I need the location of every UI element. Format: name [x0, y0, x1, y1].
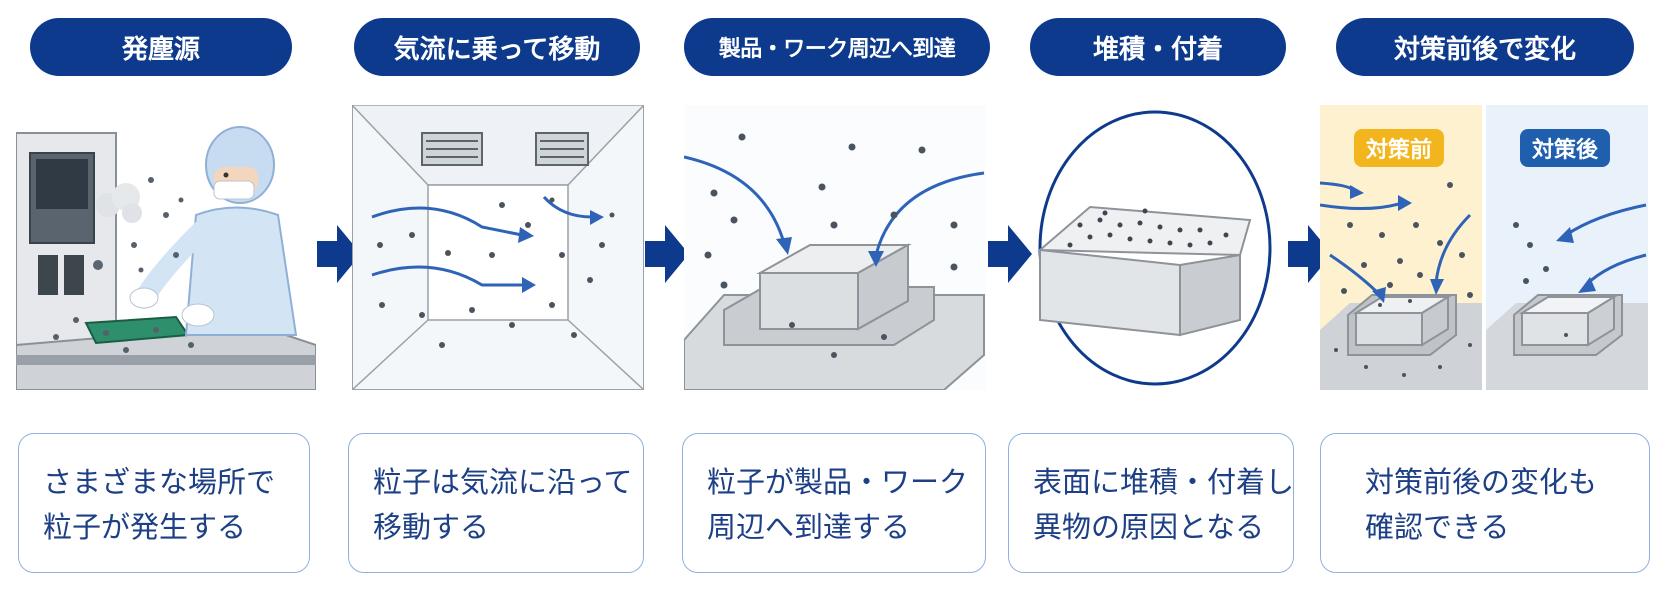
- flow-arrow-icon: [1288, 225, 1332, 283]
- before-countermeasure-illustration: 対策前: [1320, 105, 1482, 390]
- step-2-caption: 粒子は気流に沿って 移動する: [348, 433, 644, 573]
- step-4-caption: 表面に堆積・付着し 異物の原因となる: [1008, 433, 1294, 573]
- dust-source-illustration: [16, 105, 316, 390]
- caption-line: 異物の原因となる: [1033, 510, 1265, 544]
- caption-line: 周辺へ到達する: [707, 510, 911, 544]
- caption-line: 表面に堆積・付着し: [1033, 465, 1294, 499]
- caption-line: 粒子は気流に沿って: [373, 465, 633, 499]
- step-5-caption: 対策前後の変化も 確認できる: [1320, 433, 1650, 573]
- caption-line: 粒子が製品・ワーク: [707, 465, 969, 499]
- step-1-title: 発塵源: [30, 18, 292, 76]
- before-label: 対策前: [1354, 129, 1445, 167]
- product-area-illustration: [684, 105, 986, 390]
- flow-arrow-icon: [317, 225, 361, 283]
- flow-arrow-icon: [988, 225, 1032, 283]
- step-2-title: 気流に乗って移動: [354, 18, 640, 76]
- flow-arrow-icon: [645, 225, 689, 283]
- after-countermeasure-illustration: 対策後: [1486, 105, 1648, 390]
- caption-line: さまざまな場所で: [43, 465, 276, 499]
- caption-line: 粒子が発生する: [43, 510, 247, 544]
- airflow-room-illustration: [352, 105, 644, 390]
- after-label: 対策後: [1520, 129, 1611, 167]
- step-3-caption: 粒子が製品・ワーク 周辺へ到達する: [682, 433, 986, 573]
- step-3-title: 製品・ワーク周辺へ到達: [684, 18, 990, 76]
- caption-line: 移動する: [373, 510, 490, 544]
- caption-line: 確認できる: [1365, 510, 1510, 544]
- caption-line: 対策前後の変化も: [1365, 465, 1598, 499]
- deposition-closeup-illustration: [1030, 105, 1280, 390]
- step-1-caption: さまざまな場所で 粒子が発生する: [18, 433, 310, 573]
- step-4-title: 堆積・付着: [1030, 18, 1286, 76]
- step-5-title: 対策前後で変化: [1336, 18, 1634, 76]
